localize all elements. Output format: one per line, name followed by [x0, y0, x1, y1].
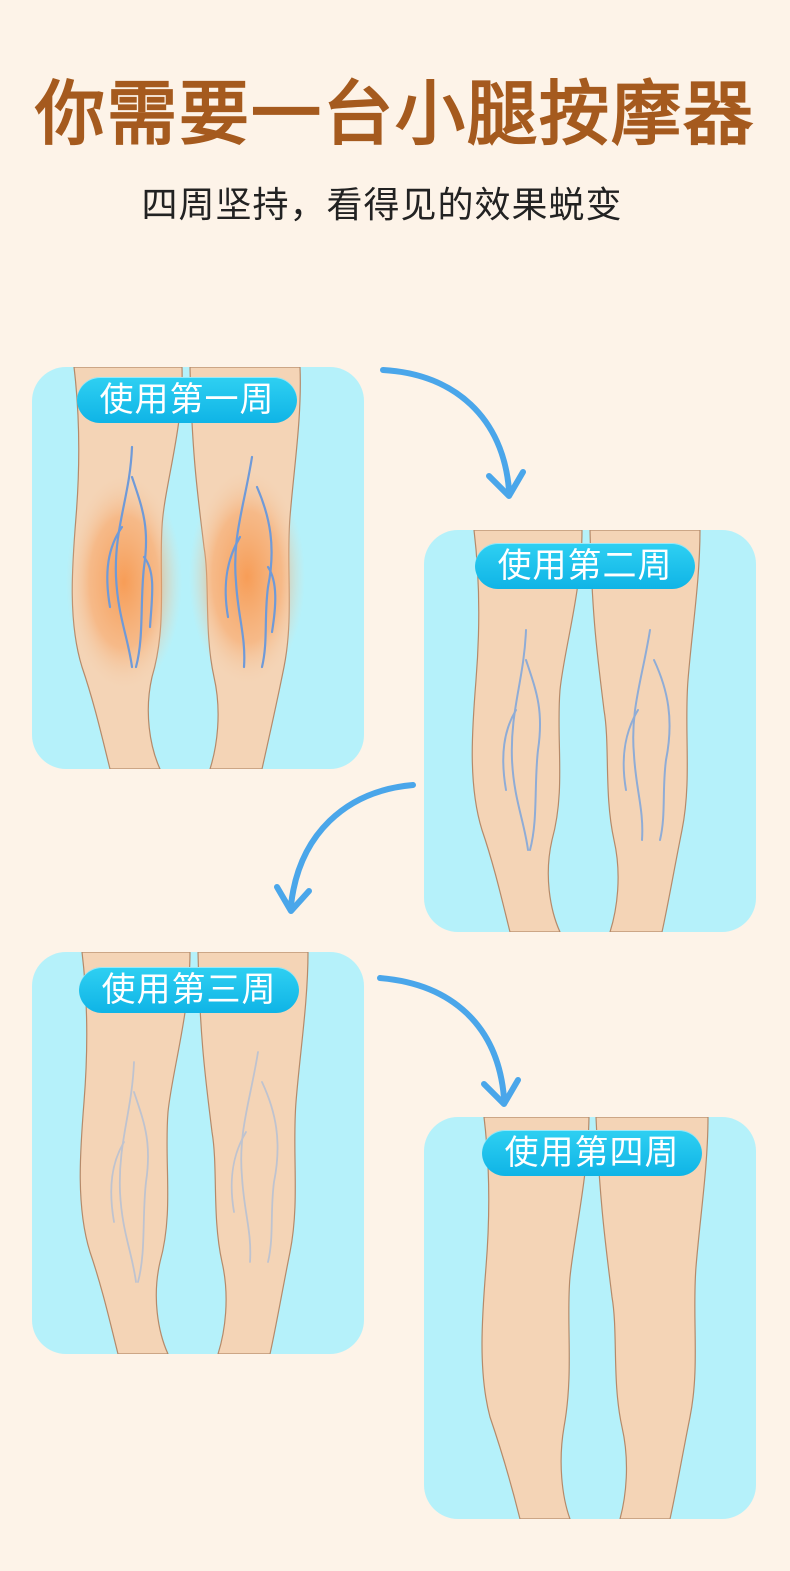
arrow-week2-to-week3 [274, 782, 416, 914]
arrow-week1-to-week2 [380, 367, 526, 499]
stage-week-4-label: 使用第四周 [482, 1130, 702, 1176]
page-subtitle: 四周坚持，看得见的效果蜕变 [141, 185, 623, 226]
stage-week-1-panel: 使用第一周 [32, 367, 364, 769]
stage-week-1-label: 使用第一周 [77, 377, 297, 423]
stage-week-3-panel: 使用第三周 [32, 952, 364, 1354]
legs-week-1-illustration [66, 367, 305, 769]
stage-week-4-panel: 使用第四周 [424, 1117, 756, 1519]
stage-week-2-label: 使用第二周 [475, 543, 695, 589]
stage-week-3-label: 使用第三周 [79, 967, 299, 1013]
page-title: 你需要一台小腿按摩器 [35, 73, 755, 155]
arrow-week3-to-week4 [377, 975, 521, 1107]
stage-week-2-panel: 使用第二周 [424, 530, 756, 932]
legs-week-4-illustration [481, 1117, 709, 1519]
legs-week-3-illustration [79, 952, 309, 1354]
legs-week-2-illustration [471, 530, 701, 932]
